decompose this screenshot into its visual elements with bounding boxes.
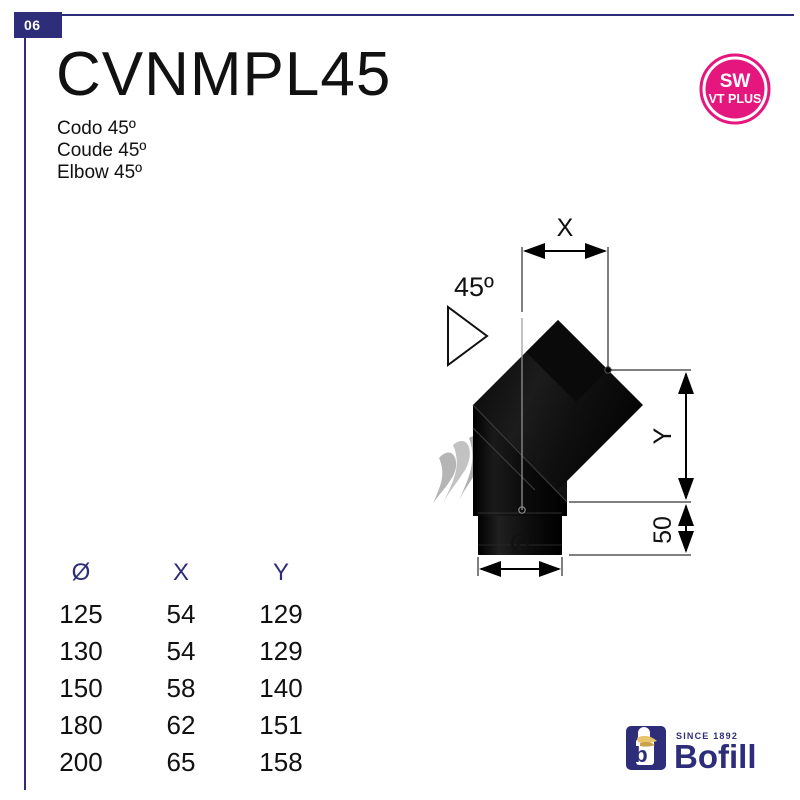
sw-badge-line1: SW	[720, 71, 751, 92]
subtitle-es: Codo 45º	[57, 118, 136, 139]
diameter-arrow-row	[477, 560, 563, 577]
cell-x: 54	[166, 599, 196, 629]
elbow-upper-spigot	[526, 320, 608, 402]
cell-x: 54	[166, 636, 196, 666]
table-row: 150 58 140	[40, 670, 322, 707]
column-gap	[222, 596, 240, 633]
angle-label: 45º	[454, 272, 494, 302]
specification-table: Ø X Y 125 54 129 130 54 129	[40, 558, 322, 781]
subtitle-en: Elbow 45º	[57, 162, 143, 183]
column-gap	[122, 596, 140, 633]
center-axis-node	[518, 506, 526, 514]
bofill-mark-dome	[638, 727, 650, 739]
mitre-seam-line	[472, 404, 568, 503]
column-gap	[122, 707, 140, 744]
column-gap	[222, 670, 240, 707]
bofill-wordmark: Bofill	[674, 738, 756, 774]
sw-badge-ring	[699, 53, 771, 125]
dim-y-label: Y	[649, 427, 677, 444]
cell-diameter: 180	[59, 710, 103, 740]
table-header-row: Ø X Y	[40, 558, 322, 596]
cell-y: 151	[259, 710, 303, 740]
technical-drawing: 45º X Y 50 Ø	[433, 214, 694, 563]
dim-50-label: 50	[649, 516, 677, 544]
cell-diameter: 125	[59, 599, 103, 629]
page-number-badge: 06	[14, 12, 62, 38]
frame-left-border	[24, 14, 26, 790]
table-row: 125 54 129	[40, 596, 322, 633]
cell-x: 62	[166, 710, 196, 740]
dimension-x: X	[521, 214, 609, 368]
cell-x: 65	[166, 747, 196, 777]
table-row: 180 62 151	[40, 707, 322, 744]
bofill-flame-icon	[637, 735, 657, 744]
page-title: CVNMPL45	[56, 40, 392, 109]
column-gap	[222, 707, 240, 744]
cell-y: 129	[259, 599, 303, 629]
column-header-x: X	[172, 559, 189, 586]
column-gap	[222, 633, 240, 670]
cell-diameter: 200	[59, 747, 103, 777]
dimension-fixed-50: 50	[569, 504, 694, 556]
column-gap	[122, 633, 140, 670]
dimension-y: Y	[569, 369, 694, 503]
table-row: 130 54 129	[40, 633, 322, 670]
cell-y: 140	[259, 673, 303, 703]
angle-annotation: 45º	[447, 272, 494, 367]
subtitle-fr: Coude 45º	[57, 140, 147, 161]
bofill-mark-letter: b	[634, 742, 647, 767]
bofill-since-text: SINCE 1892	[676, 731, 738, 741]
dim-d-label: Ø	[510, 528, 530, 558]
column-gap	[122, 558, 140, 596]
column-header-y: Y	[272, 559, 289, 586]
bofill-flame-icon-2	[640, 741, 655, 747]
mitre-seam-line-2	[472, 427, 536, 491]
sw-badge-fill	[705, 59, 765, 119]
column-gap	[222, 558, 240, 596]
column-gap	[222, 744, 240, 781]
sw-vt-plus-badge: SW VT PLUS	[699, 53, 771, 125]
column-gap	[122, 744, 140, 781]
angle-triangle-icon	[447, 305, 489, 367]
table-row: 200 65 158	[40, 744, 322, 781]
subtitle-group: Codo 45º Coude 45º Elbow 45º	[57, 118, 146, 184]
dim-x-label: X	[557, 214, 574, 242]
column-gap	[122, 670, 140, 707]
column-header-diameter: Ø	[71, 559, 91, 586]
frame-top-border	[24, 14, 794, 16]
cell-diameter: 150	[59, 673, 103, 703]
cell-x: 58	[166, 673, 196, 703]
bofill-logo: b SINCE 1892 Bofill	[626, 726, 756, 774]
cell-diameter: 130	[59, 636, 103, 666]
sw-badge-line2: VT PLUS	[709, 92, 762, 106]
cell-y: 158	[259, 747, 303, 777]
cell-y: 129	[259, 636, 303, 666]
